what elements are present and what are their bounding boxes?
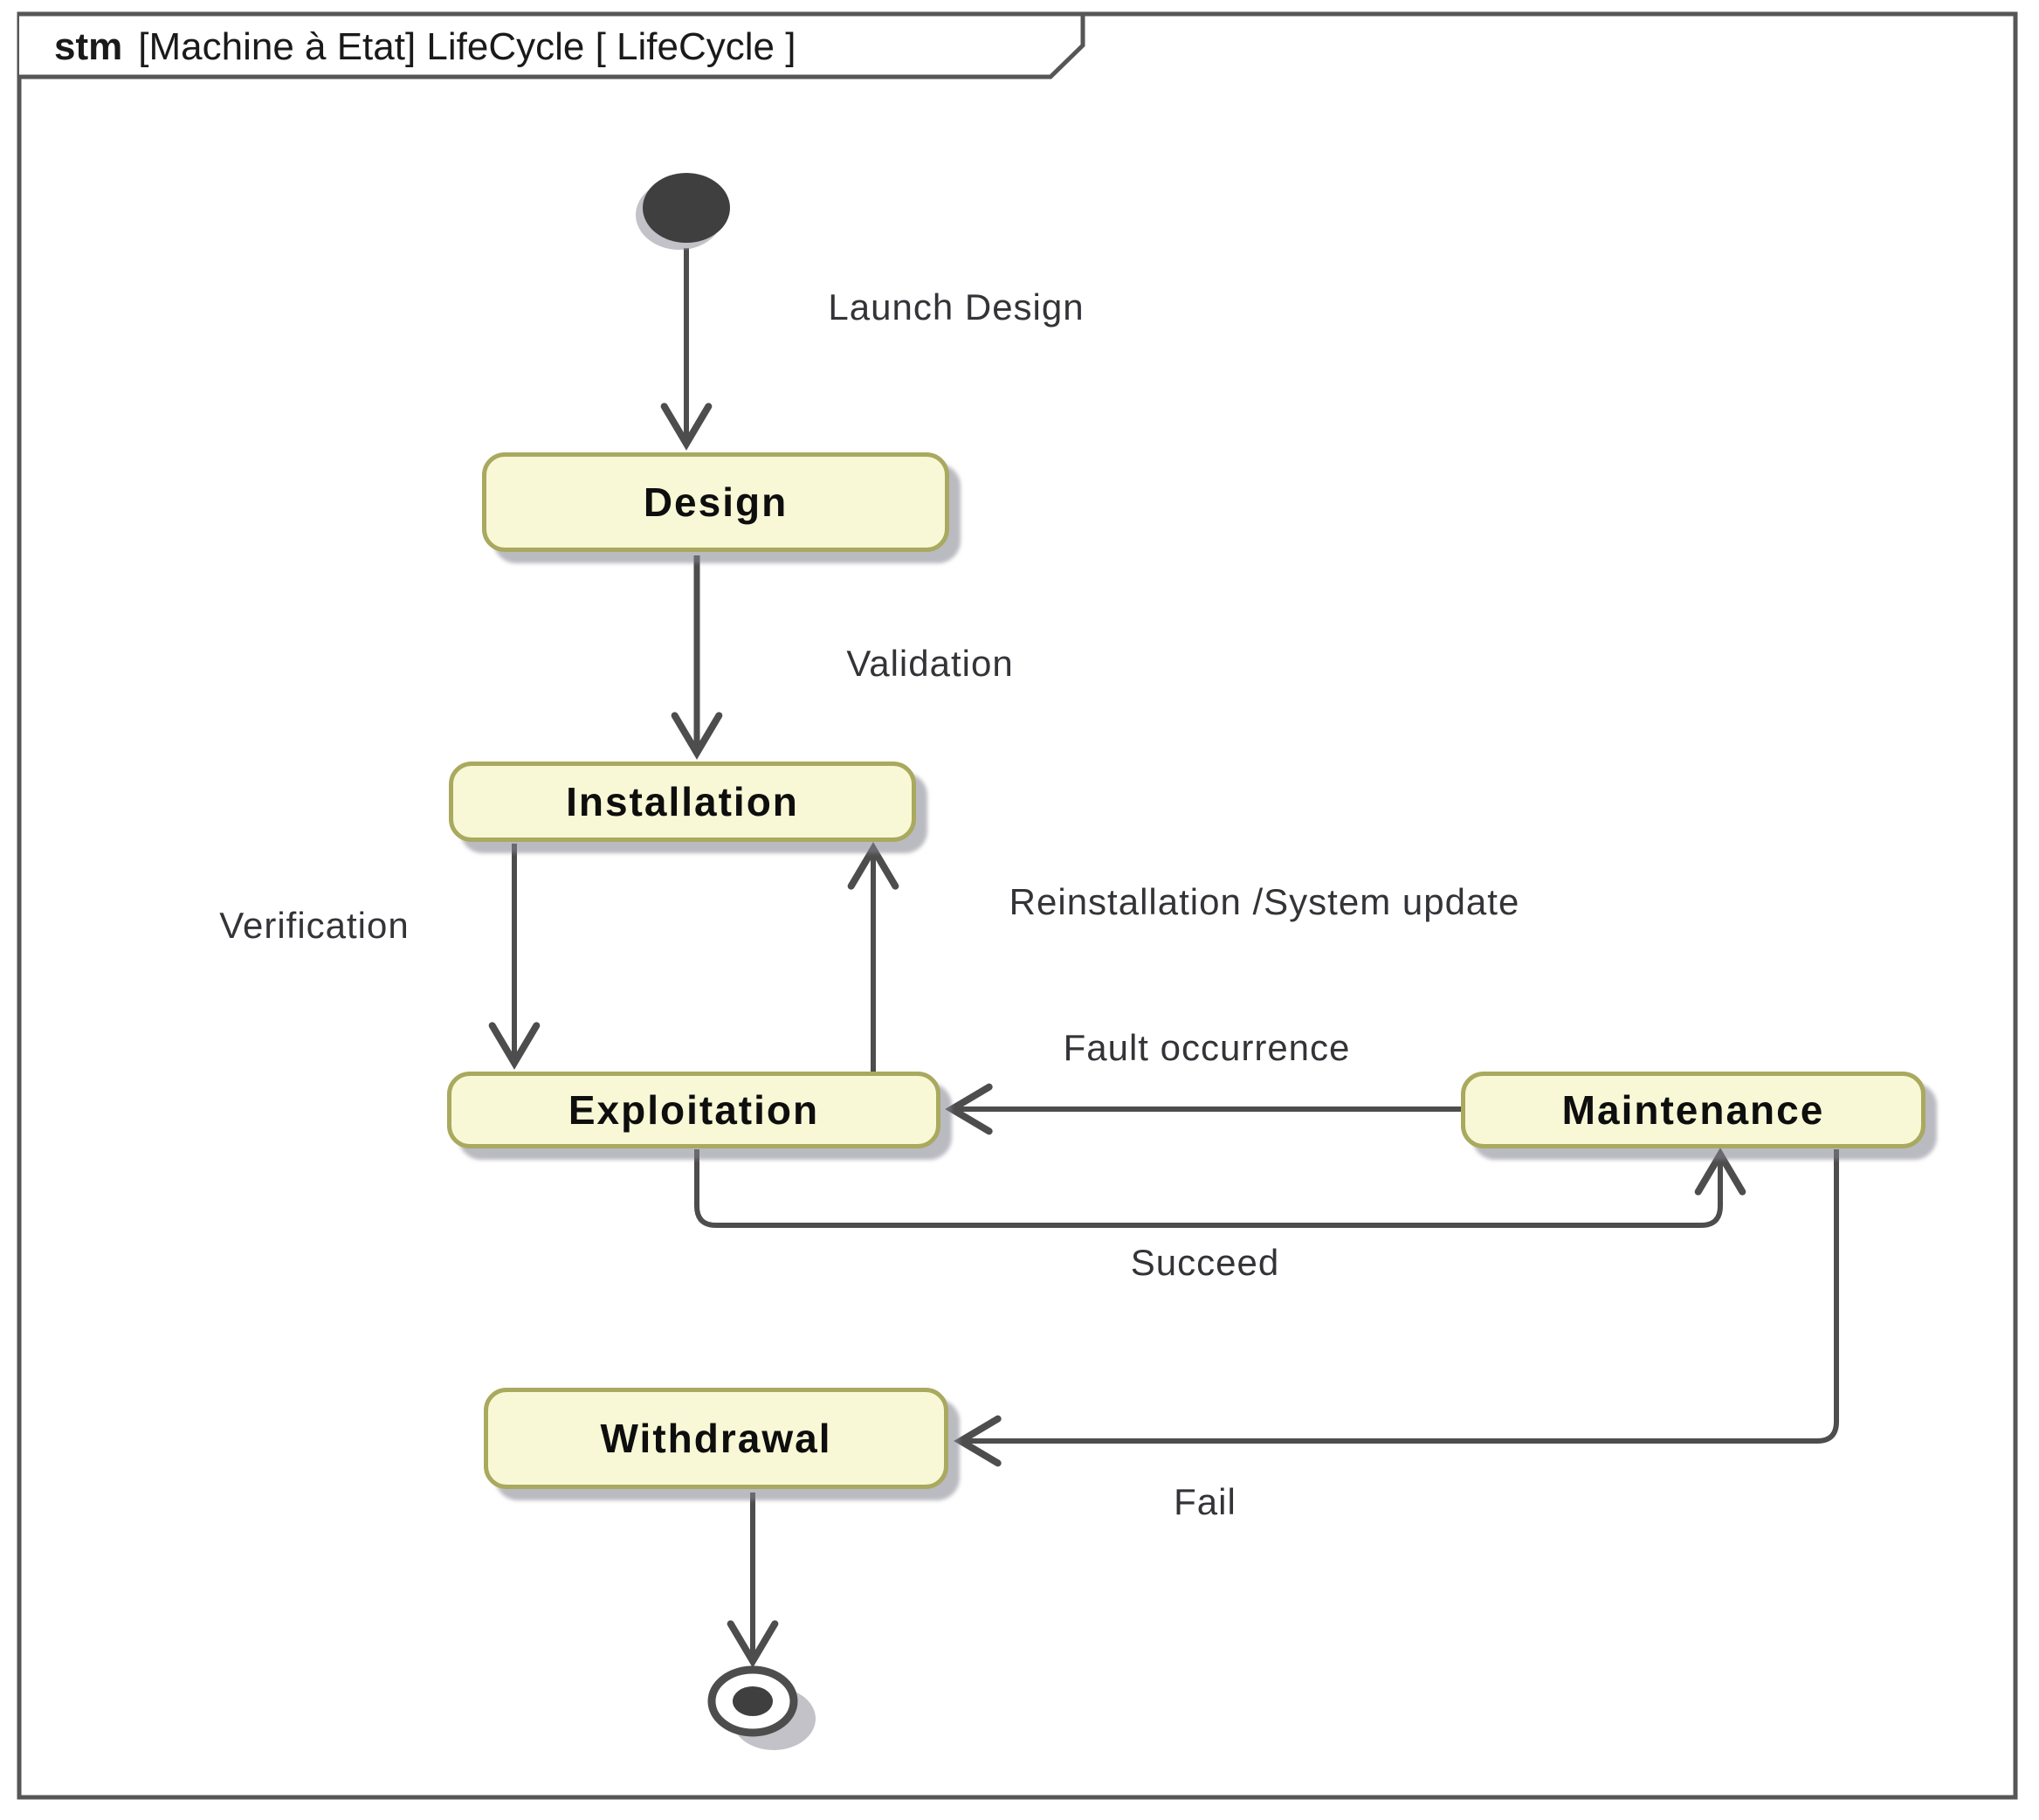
- state-maintenance-label: Maintenance: [1561, 1087, 1825, 1133]
- state-exploitation-label: Exploitation: [568, 1087, 820, 1133]
- transition-succeed-label: Succeed: [1130, 1242, 1280, 1283]
- initial-state-node[interactable]: [643, 173, 730, 243]
- transition-launch-design-label: Launch Design: [828, 286, 1085, 327]
- state-installation-label: Installation: [566, 779, 799, 824]
- transition-validation-label: Validation: [846, 643, 1014, 684]
- state-design-label: Design: [643, 479, 789, 525]
- transition-fail-arrow: [954, 1149, 1839, 1467]
- diagram-kind-label: stm: [54, 25, 123, 68]
- diagram-title: stm [Machine à Etat] LifeCycle [ LifeCyc…: [54, 25, 796, 68]
- transition-succeed-arrow: [694, 1148, 1746, 1228]
- transition-reinstallation-label: Reinstallation /System update: [1009, 881, 1520, 922]
- state-withdrawal[interactable]: Withdrawal: [484, 1388, 948, 1489]
- state-exploitation[interactable]: Exploitation: [447, 1072, 940, 1148]
- diagram-name-label: [Machine à Etat] LifeCycle [ LifeCycle ]: [138, 25, 796, 68]
- transition-fault-occurrence-label: Fault occurrence: [1063, 1027, 1351, 1068]
- diagram-title-tab: [19, 11, 1085, 79]
- final-state-dot: [733, 1686, 773, 1716]
- state-installation[interactable]: Installation: [449, 762, 916, 842]
- state-design[interactable]: Design: [482, 452, 949, 552]
- state-withdrawal-label: Withdrawal: [600, 1416, 832, 1461]
- state-maintenance[interactable]: Maintenance: [1461, 1072, 1925, 1148]
- transition-verification-label: Verification: [219, 905, 410, 946]
- transition-fail-label: Fail: [1174, 1481, 1236, 1522]
